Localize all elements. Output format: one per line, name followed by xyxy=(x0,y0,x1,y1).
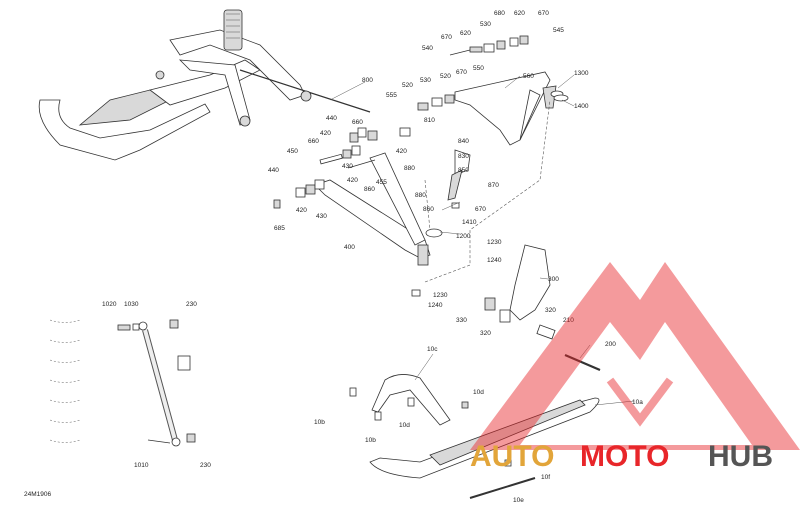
callout-210: 210 xyxy=(563,317,574,324)
callout-230: 230 xyxy=(200,462,211,469)
callout-10b: 10b xyxy=(314,419,325,426)
callout-1410: 1410 xyxy=(462,219,477,226)
callout-860: 860 xyxy=(364,186,375,193)
callout-430: 430 xyxy=(316,213,327,220)
callout-800: 800 xyxy=(362,77,373,84)
callout-1230: 1230 xyxy=(487,239,502,246)
callout-620: 620 xyxy=(514,10,525,17)
upper-hardware xyxy=(399,35,529,137)
callout-430: 430 xyxy=(342,163,353,170)
callout-1240: 1240 xyxy=(487,257,502,264)
callout-10f: 10f xyxy=(541,474,550,481)
spindle xyxy=(484,244,601,372)
callout-550: 550 xyxy=(473,65,484,72)
callout-1200: 1200 xyxy=(456,233,471,240)
diagram-code: 24M1906 xyxy=(24,491,51,498)
leader-lines xyxy=(329,74,635,406)
callout-320: 320 xyxy=(545,307,556,314)
callouts: 800 680 620 670 530 545 540 670 620 550 … xyxy=(24,10,643,504)
callout-420: 420 xyxy=(347,177,358,184)
callout-830: 830 xyxy=(458,153,469,160)
callout-420: 420 xyxy=(296,207,307,214)
callout-620: 620 xyxy=(460,30,471,37)
callout-10d: 10d xyxy=(399,422,410,429)
callout-10b: 10b xyxy=(365,437,376,444)
callout-440: 440 xyxy=(268,167,279,174)
callout-420: 420 xyxy=(396,148,407,155)
callout-400: 400 xyxy=(344,244,355,251)
callout-230: 230 xyxy=(186,301,197,308)
callout-530: 530 xyxy=(480,21,491,28)
callout-545: 545 xyxy=(553,27,564,34)
callout-1240: 1240 xyxy=(428,302,443,309)
shock-absorber xyxy=(49,319,196,447)
callout-880: 880 xyxy=(415,192,426,199)
callout-680: 680 xyxy=(494,10,505,17)
assembled-suspension xyxy=(38,9,371,161)
callout-685: 685 xyxy=(274,225,285,232)
callout-810: 810 xyxy=(424,117,435,124)
watermark-logo xyxy=(470,262,800,450)
callout-1030: 1030 xyxy=(124,301,139,308)
lower-a-arm xyxy=(314,152,443,297)
callout-850: 850 xyxy=(458,167,469,174)
ski-bolts xyxy=(349,387,512,467)
callout-520: 520 xyxy=(402,82,413,89)
watermark-text: AUTO MOTO HUB xyxy=(470,440,773,473)
upper-a-arm xyxy=(454,71,569,146)
callout-440: 440 xyxy=(326,115,337,122)
callout-10d: 10d xyxy=(473,389,484,396)
callout-1400: 1400 xyxy=(574,103,589,110)
callout-660: 660 xyxy=(352,119,363,126)
callout-200: 200 xyxy=(605,341,616,348)
callout-1010: 1010 xyxy=(134,462,149,469)
callout-670: 670 xyxy=(456,69,467,76)
callout-670: 670 xyxy=(475,206,486,213)
callout-420: 420 xyxy=(320,130,331,137)
callout-670: 670 xyxy=(441,34,452,41)
lower-hardware xyxy=(273,127,471,209)
callout-880: 880 xyxy=(404,165,415,172)
callout-320: 320 xyxy=(480,330,491,337)
callout-1020: 1020 xyxy=(102,301,117,308)
callout-10e: 10e xyxy=(513,497,524,504)
watermark-hub: HUB xyxy=(708,440,773,473)
callout-300: 300 xyxy=(548,276,559,283)
callout-455: 455 xyxy=(376,179,387,186)
watermark-moto: MOTO xyxy=(580,440,669,473)
callout-10c: 10c xyxy=(427,346,438,353)
callout-870: 870 xyxy=(488,182,499,189)
callout-860: 860 xyxy=(423,206,434,213)
callout-555: 555 xyxy=(386,92,397,99)
callout-1300: 1300 xyxy=(574,70,589,77)
ski xyxy=(369,374,600,499)
callout-450: 450 xyxy=(287,148,298,155)
callout-330: 330 xyxy=(456,317,467,324)
callout-520: 520 xyxy=(440,73,451,80)
callout-670: 670 xyxy=(538,10,549,17)
callout-560: 560 xyxy=(523,73,534,80)
callout-530: 530 xyxy=(420,77,431,84)
callout-10a: 10a xyxy=(632,399,643,406)
watermark-triangle-icon xyxy=(470,262,800,450)
callout-840: 840 xyxy=(458,138,469,145)
callout-540: 540 xyxy=(422,45,433,52)
watermark-auto: AUTO xyxy=(470,440,554,473)
callout-1230: 1230 xyxy=(433,292,448,299)
callout-660: 660 xyxy=(308,138,319,145)
